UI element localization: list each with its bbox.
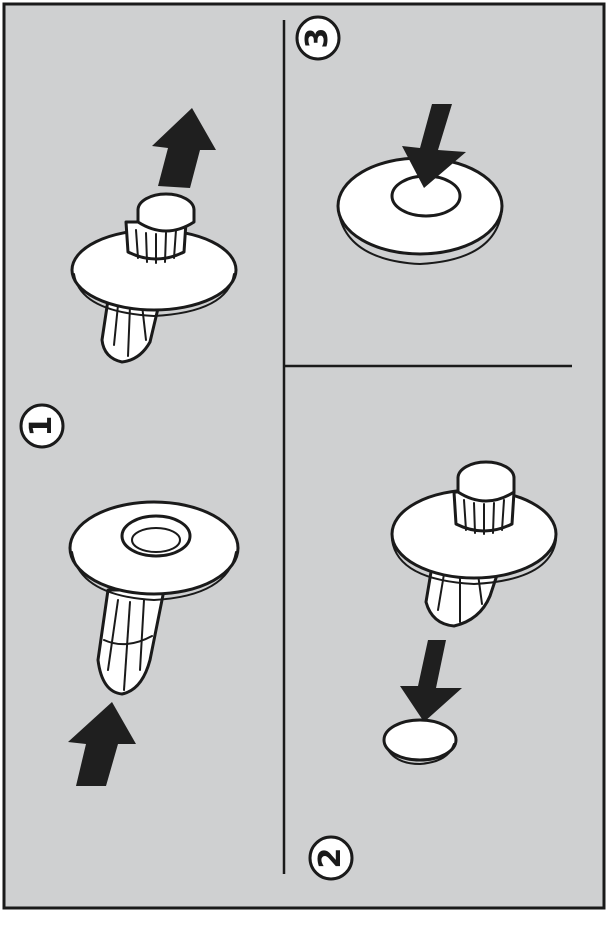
step-2-label: 2 xyxy=(311,838,351,878)
pin-cap-disc xyxy=(384,720,456,764)
step-1-label: 1 xyxy=(22,406,62,446)
step-3-label: 3 xyxy=(298,18,338,58)
